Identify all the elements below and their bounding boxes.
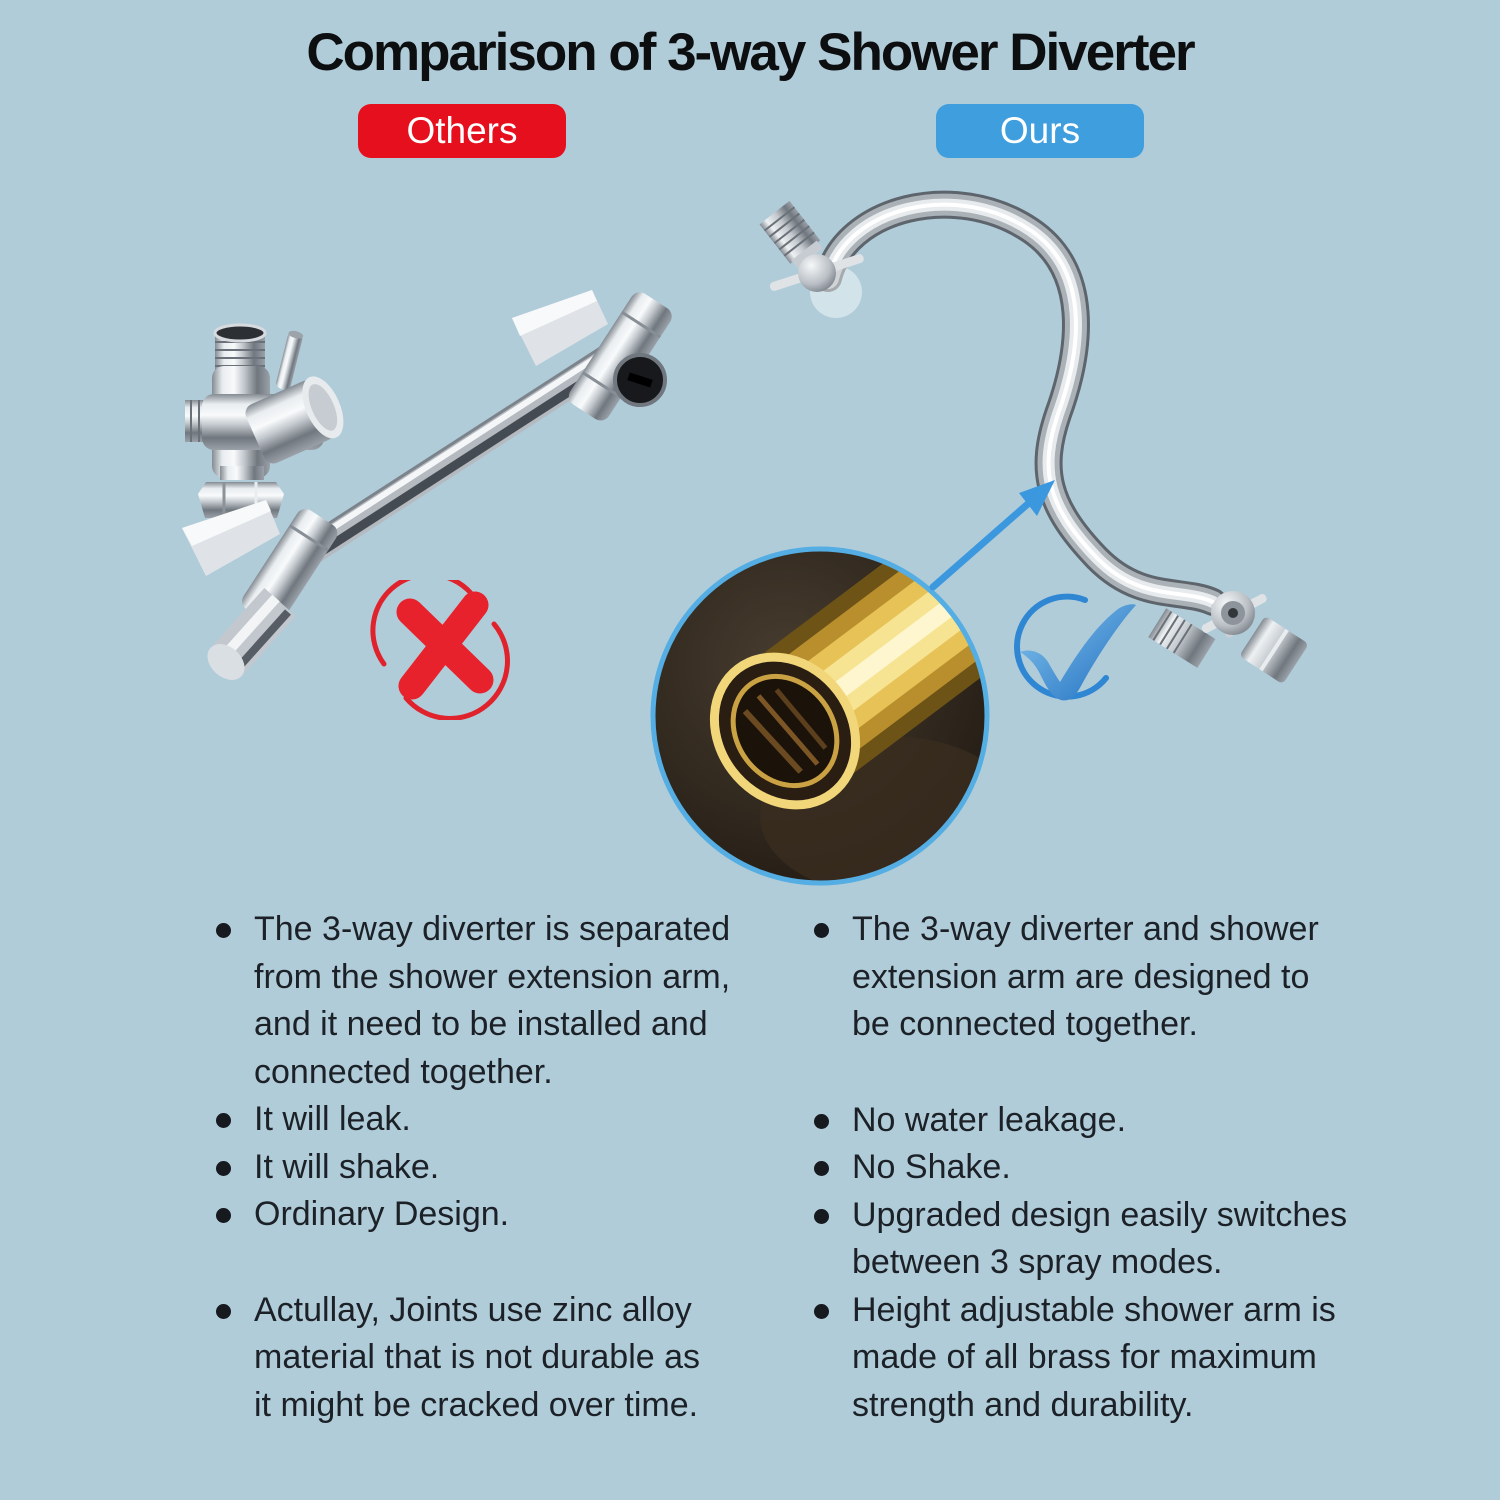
- list-item: Actullay, Joints use zinc alloy material…: [216, 1287, 776, 1430]
- gooseneck-arm: [814, 190, 1227, 616]
- extension-arm: [182, 290, 672, 680]
- list-item: The 3-way diverter and shower extension …: [814, 906, 1374, 1049]
- list-item-text: It will shake.: [254, 1147, 440, 1186]
- check-mark-icon: [1014, 593, 1136, 701]
- bullet-dot: [216, 1160, 231, 1176]
- others-product-image: [182, 290, 672, 680]
- list-item: It will leak.: [216, 1096, 776, 1144]
- arrow-up-right-icon: [929, 480, 1055, 591]
- list-item-text: The 3-way diverter and shower extension …: [852, 910, 1319, 1043]
- ours-badge: Ours: [936, 104, 1144, 158]
- bullet-dot: [814, 1303, 829, 1319]
- arm-diverter: [1148, 591, 1307, 683]
- bullet-dot: [216, 923, 231, 938]
- list-item: Upgraded design easily switches between …: [814, 1192, 1374, 1287]
- bullet-dot: [814, 1113, 829, 1129]
- list-item-text: Actullay, Joints use zinc alloy material…: [254, 1290, 701, 1424]
- list-item: The 3-way diverter is separated from the…: [216, 906, 776, 1096]
- x-mark-icon: [370, 580, 510, 720]
- list-item-text: The 3-way diverter is separated from the…: [254, 910, 731, 1091]
- bullet-dot: [216, 1303, 231, 1319]
- others-feature-list: The 3-way diverter is separated from the…: [216, 906, 776, 1429]
- bullet-dot: [814, 1161, 829, 1176]
- list-item: Ordinary Design.: [216, 1191, 776, 1239]
- brass-detail-inset: [650, 546, 990, 886]
- list-item-text: Height adjustable shower arm is made of …: [852, 1290, 1336, 1424]
- list-item-text: It will leak.: [254, 1100, 411, 1138]
- list-item: Height adjustable shower arm is made of …: [814, 1287, 1374, 1430]
- list-item: It will shake.: [216, 1144, 776, 1192]
- ours-product-image: [759, 190, 1307, 683]
- bullet-dot: [814, 923, 829, 938]
- page-title: Comparison of 3-way Shower Diverter: [306, 23, 1195, 82]
- others-badge: Others: [358, 104, 566, 158]
- arm-top-connector: [759, 200, 864, 318]
- list-item: No Shake.: [814, 1144, 1374, 1192]
- bullet-dot: [814, 1208, 829, 1224]
- list-item-text: Upgraded design easily switches between …: [852, 1195, 1348, 1282]
- bullet-dot: [216, 1208, 231, 1223]
- diverter-valve: [185, 323, 344, 518]
- list-item-text: Ordinary Design.: [254, 1195, 510, 1233]
- list-item: No water leakage.: [814, 1097, 1374, 1145]
- list-item-text: No water leakage.: [852, 1100, 1127, 1139]
- bullet-dot: [216, 1113, 231, 1128]
- ours-feature-list: The 3-way diverter and shower extension …: [814, 906, 1374, 1429]
- list-item-text: No Shake.: [852, 1148, 1011, 1186]
